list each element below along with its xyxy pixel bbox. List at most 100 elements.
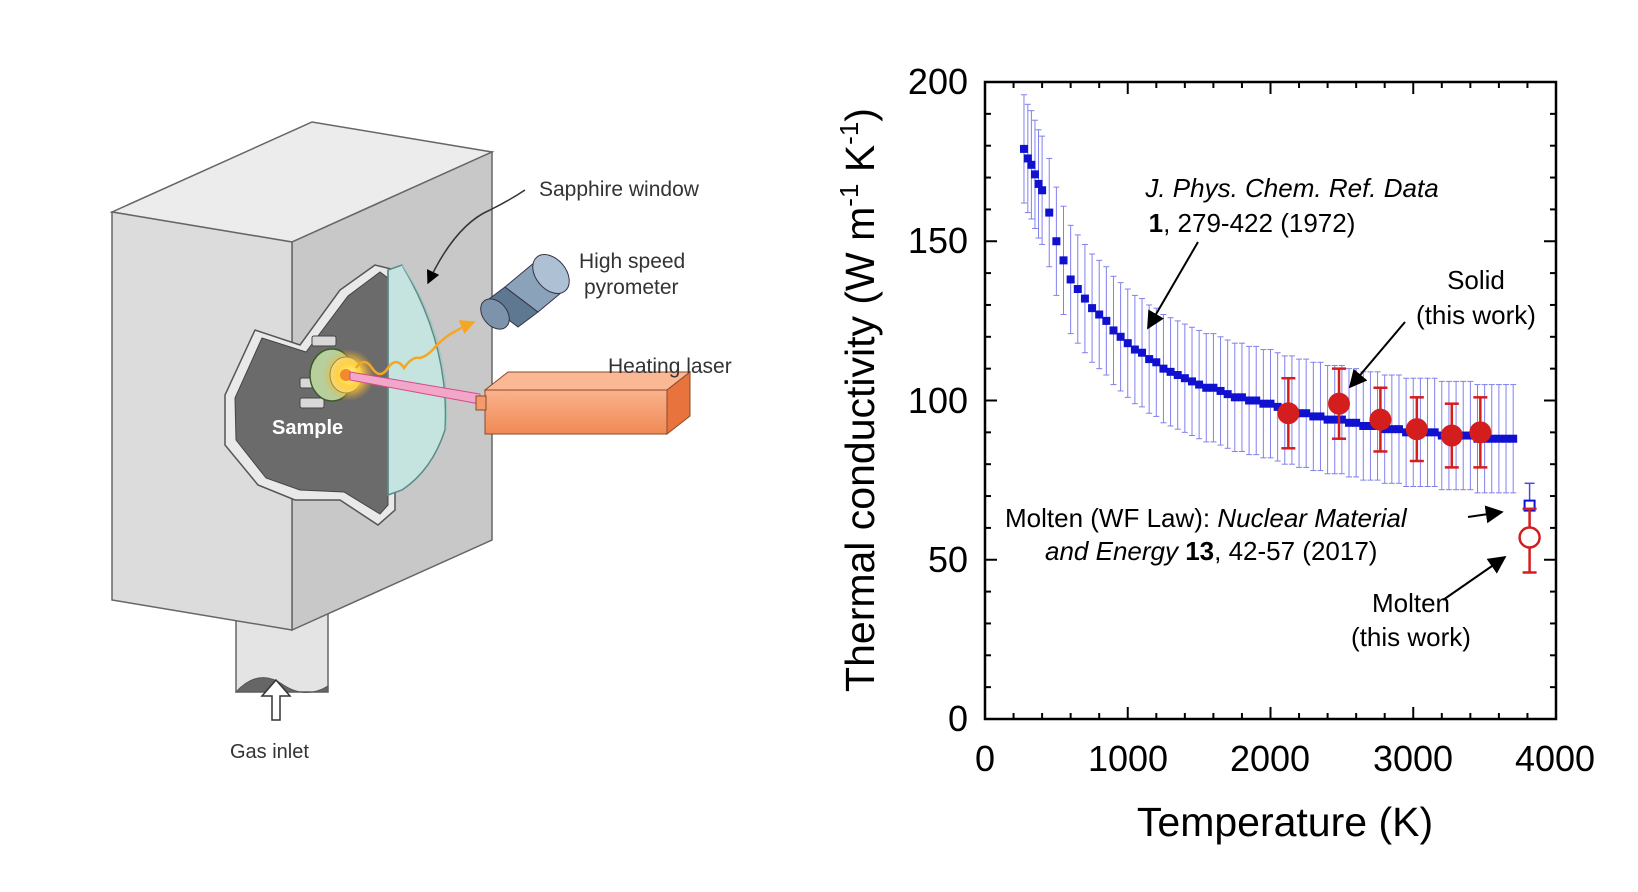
solid-point [1328, 392, 1351, 415]
reference-point [1323, 415, 1332, 424]
reference-point [1034, 179, 1043, 188]
y-tick-label-100: 100 [908, 380, 968, 421]
solid-point [1440, 424, 1463, 447]
solid-annotation-line2: (this work) [1416, 300, 1536, 330]
reference-point [1402, 428, 1411, 437]
reference-point [1245, 396, 1254, 405]
y-tick-label-50: 50 [928, 539, 968, 580]
x-tick-label-4: 4000 [1515, 738, 1595, 779]
molten-annotation-line1: Molten [1372, 588, 1450, 618]
reference-point [1366, 421, 1375, 430]
y-tick-label-200: 200 [908, 61, 968, 102]
reference-point [1316, 412, 1325, 421]
label-pyrometer-line2: pyrometer [584, 276, 679, 299]
reference-point [1088, 304, 1097, 313]
reference-point [1059, 256, 1068, 265]
axis-ticks [984, 81, 1557, 720]
label-heating-laser: Heating laser [608, 355, 732, 378]
reference-point [1109, 326, 1118, 335]
reference-point [1352, 418, 1361, 427]
reference-point [1145, 355, 1154, 364]
reference-point [1173, 371, 1182, 380]
reference-point [1509, 434, 1518, 443]
sample-holder [299, 335, 375, 409]
solid-point [1405, 418, 1428, 441]
chamber-cutaway [224, 264, 396, 526]
x-tick-label-0: 0 [975, 738, 995, 779]
reference-point [1216, 386, 1225, 395]
reference-point [1237, 393, 1246, 402]
reference-point [1502, 434, 1511, 443]
reference-point [1138, 348, 1147, 357]
reference-point [1027, 160, 1036, 169]
reference-point [1459, 431, 1468, 440]
x-axis-title: Temperature (K) [1137, 799, 1433, 845]
reference-point [1038, 186, 1047, 195]
label-sample: Sample [272, 417, 343, 439]
molten-annotation-line2: (this work) [1351, 622, 1471, 652]
reference-point [1023, 154, 1032, 163]
label-pyrometer-line1: High speed [579, 250, 685, 273]
reference-point [1019, 144, 1028, 153]
molten-annotation-arrow [1442, 555, 1507, 601]
reference-point [1337, 415, 1346, 424]
sapphire-window [387, 264, 448, 497]
data-marks [1019, 94, 1541, 574]
reference-point [1330, 415, 1339, 424]
wf-annotation-line2: and Energy 13, 42-57 (2017) [1045, 536, 1377, 566]
x-tick-label-3: 3000 [1373, 738, 1453, 779]
ref-annotation-line2: 1, 279-422 (1972) [1149, 208, 1356, 238]
apparatus-diagram: Sapphire window High speed pyrometer Hea… [109, 121, 732, 763]
wf-annotation-arrow [1467, 505, 1504, 524]
reference-point [1230, 393, 1239, 402]
x-tick-label-1: 1000 [1088, 738, 1168, 779]
annotations: J. Phys. Chem. Ref. Data 1, 279-422 (197… [1005, 173, 1536, 652]
reference-point [1102, 316, 1111, 325]
y-axis-title: Thermal conductivity (W m-1 K-1) [834, 108, 883, 692]
reference-point [1052, 237, 1061, 246]
reference-point [1187, 377, 1196, 386]
reference-point [1273, 402, 1282, 411]
y-tick-label-150: 150 [908, 220, 968, 261]
reference-point [1387, 425, 1396, 434]
reference-point [1130, 345, 1139, 354]
reference-point [1359, 421, 1368, 430]
x-tick-label-2: 2000 [1230, 738, 1310, 779]
reference-point [1266, 399, 1275, 408]
ref-annotation-arrow [1147, 241, 1199, 330]
ref-annotation-line1: J. Phys. Chem. Ref. Data [1144, 173, 1438, 203]
reference-point [1030, 170, 1039, 179]
reference-point [1252, 396, 1261, 405]
reference-point [1195, 380, 1204, 389]
reference-point [1259, 399, 1268, 408]
molten-point [1518, 526, 1541, 549]
solid-point [1369, 408, 1392, 431]
y-tick-label-0: 0 [948, 698, 968, 739]
reference-point [1123, 339, 1132, 348]
reference-point [1066, 275, 1075, 284]
reference-point [1345, 418, 1354, 427]
reference-point [1487, 434, 1496, 443]
reference-point [1423, 428, 1432, 437]
reference-point [1430, 428, 1439, 437]
reference-point [1202, 383, 1211, 392]
window-leader [427, 189, 526, 285]
reference-point [1045, 208, 1054, 217]
heating-laser [475, 370, 692, 436]
solid-annotation-line1: Solid [1447, 265, 1505, 295]
solid-annotation-arrow [1348, 321, 1406, 389]
reference-point [1494, 434, 1503, 443]
reference-point [1394, 425, 1403, 434]
reference-point [1209, 383, 1218, 392]
reference-point [1073, 285, 1082, 294]
reference-point [1080, 294, 1089, 303]
pyrometer [480, 254, 570, 330]
reference-point [1302, 409, 1311, 418]
gas-inlet-arrow [260, 678, 292, 721]
reference-point [1309, 412, 1318, 421]
reference-point [1159, 364, 1168, 373]
label-sapphire-window: Sapphire window [539, 178, 700, 201]
reference-point [1116, 332, 1125, 341]
reference-point [1095, 310, 1104, 319]
wf-annotation-line1: Molten (WF Law): Nuclear Material [1005, 503, 1408, 533]
